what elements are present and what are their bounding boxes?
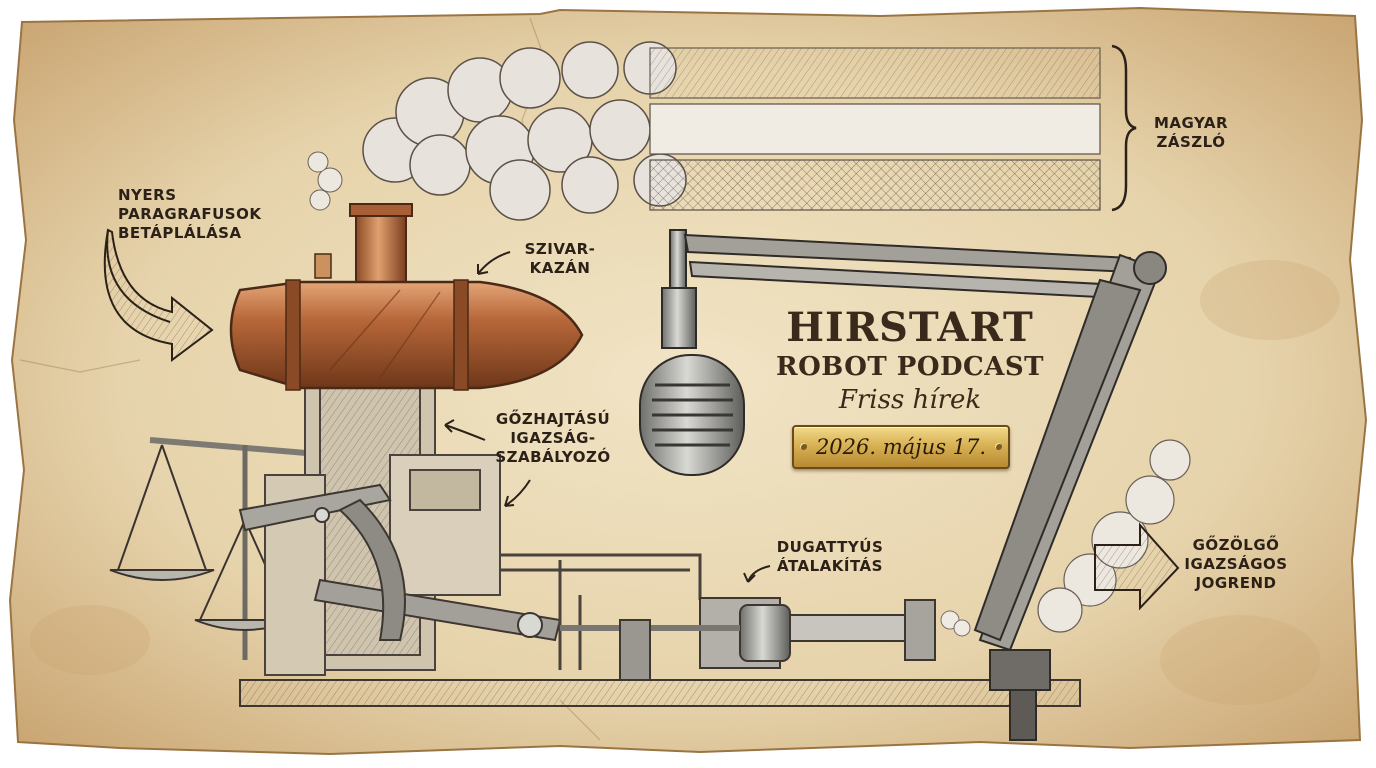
base-plate <box>239 679 1081 707</box>
pipes <box>500 553 702 670</box>
boiler-label-line2: KAZÁN <box>529 259 591 277</box>
output-arrow-icon <box>1094 522 1180 611</box>
boiler-label-line1: SZIVAR- <box>524 240 596 258</box>
title-subtitle: ROBOT PODCAST <box>776 352 1044 382</box>
valve-steam <box>307 151 343 211</box>
steam-cloud-icon <box>362 41 1101 221</box>
flag-brace <box>1111 44 1137 212</box>
rivet-icon <box>800 443 807 450</box>
output-label-line1: GŐZÖLGŐ <box>1192 536 1280 554</box>
rivet-icon <box>995 443 1002 450</box>
input-label-line2: PARAGRAFUSOK <box>118 205 262 223</box>
flag-label-line1: MAGYAR <box>1153 114 1229 132</box>
date-plaque: 2026. május 17. <box>792 425 1010 469</box>
arrow-icon <box>103 228 214 362</box>
piston-steam <box>940 610 971 637</box>
regulator-label-line2: IGAZSÁG- <box>510 429 596 447</box>
date-text: 2026. május 17. <box>815 435 987 459</box>
piston-label-line2: ÁTALAKÍTÁS <box>777 557 883 575</box>
output-label: GŐZÖLGŐ IGAZSÁGOS JOGREND <box>1176 536 1296 593</box>
microphone-icon <box>639 229 745 476</box>
output-label-line3: JOGREND <box>1195 574 1277 592</box>
regulator-label-line3: SZABÁLYOZÓ <box>495 448 611 466</box>
regulator-label-line1: GŐZHAJTÁSÚ <box>495 410 611 428</box>
boiler-label: SZIVAR- KAZÁN <box>510 240 610 278</box>
lever-arms <box>238 483 562 642</box>
regulator-label: GŐZHAJTÁSÚ IGAZSÁG- SZABÁLYOZÓ <box>478 410 628 467</box>
input-label: NYERS PARAGRAFUSOK BETÁPLÁLÁSA <box>118 186 318 243</box>
title-main: HIRSTART <box>786 304 1034 351</box>
flag-label-line2: ZÁSZLÓ <box>1156 133 1226 151</box>
title-tagline: Friss hírek <box>838 385 982 415</box>
input-label-line3: BETÁPLÁLÁSA <box>118 224 242 242</box>
mic-boom-arm-icon <box>683 233 1167 741</box>
cigar-boiler-icon <box>229 203 584 391</box>
input-label-line1: NYERS <box>118 186 177 204</box>
piston-label: DUGATTYÚS ÁTALAKÍTÁS <box>760 538 900 576</box>
callout-arrows <box>444 251 771 583</box>
flag-label: MAGYAR ZÁSZLÓ <box>1136 114 1246 152</box>
title-block: HIRSTART ROBOT PODCAST Friss hírek <box>760 305 1060 417</box>
piston-label-line1: DUGATTYÚS <box>776 538 884 556</box>
piston-icon <box>560 597 936 681</box>
output-label-line2: IGAZSÁGOS <box>1184 555 1288 573</box>
